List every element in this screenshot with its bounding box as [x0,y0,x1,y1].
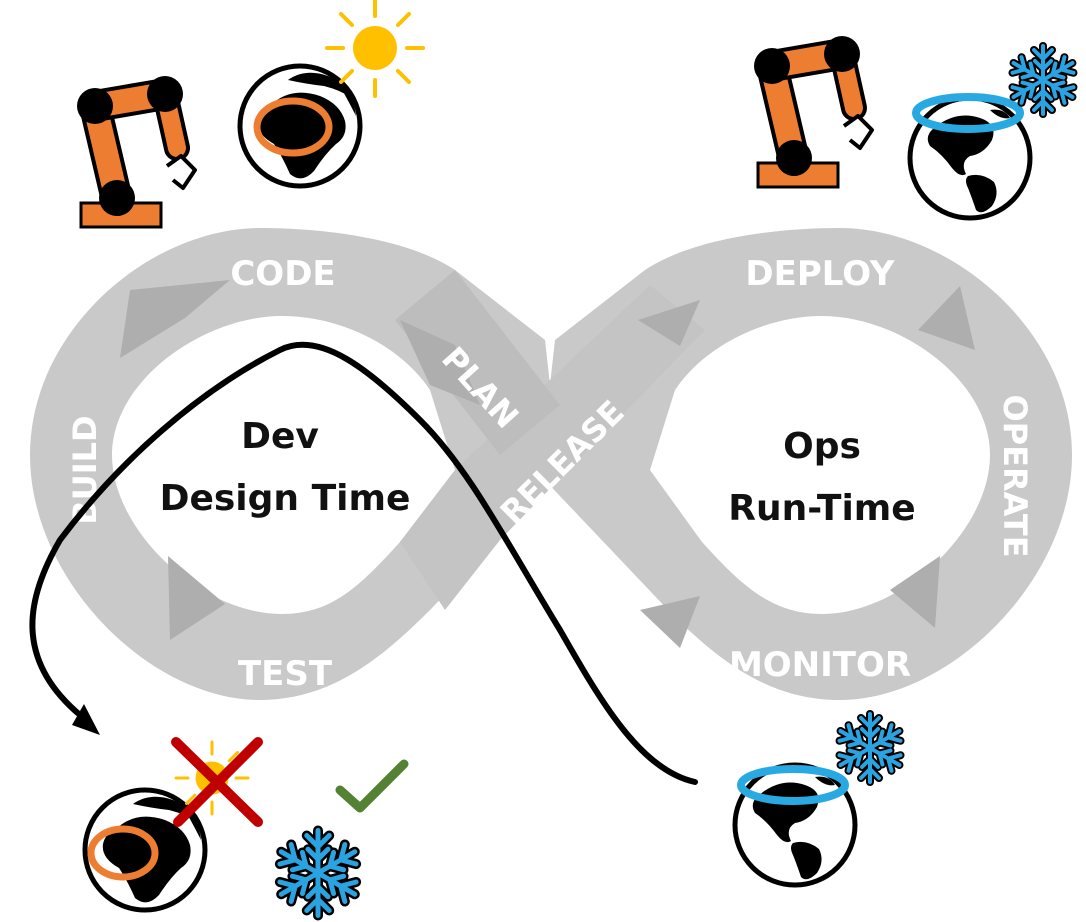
robot-arm-icon [77,76,195,227]
globe-americas-icon [735,765,855,885]
blue-ring-icon [737,765,849,805]
snowflake-icon [836,714,904,782]
plan-band [395,270,560,455]
check-mark-icon [335,759,409,813]
ops-label: Ops [783,426,861,467]
orange-ring-icon [87,825,159,881]
dev-label: Dev [241,416,319,457]
loop-arrow-notches [120,280,975,648]
infinity-loop [30,228,1072,700]
globe-americas-icon [910,98,1030,218]
snowflake-icon [276,831,361,916]
design-time-label: Design Time [160,478,411,519]
release-band [400,285,705,610]
flow-arrowhead-icon [72,704,100,735]
orange-ring-icon [253,97,333,157]
sun-icon [325,0,425,98]
stage-code-label: CODE [230,254,335,294]
x-mark-icon [171,737,263,827]
flow-curve-arrow [29,341,698,785]
stage-monitor-label: MONITOR [729,645,911,685]
blue-ring-icon [912,93,1024,133]
stage-test-label: TEST [238,654,333,694]
robot-arm-icon [754,36,872,187]
stage-operate-label: OPERATE [996,394,1034,557]
snowflake-icon [1009,46,1077,114]
stage-deploy-label: DEPLOY [745,254,895,294]
run-time-label: Run-Time [728,488,915,529]
